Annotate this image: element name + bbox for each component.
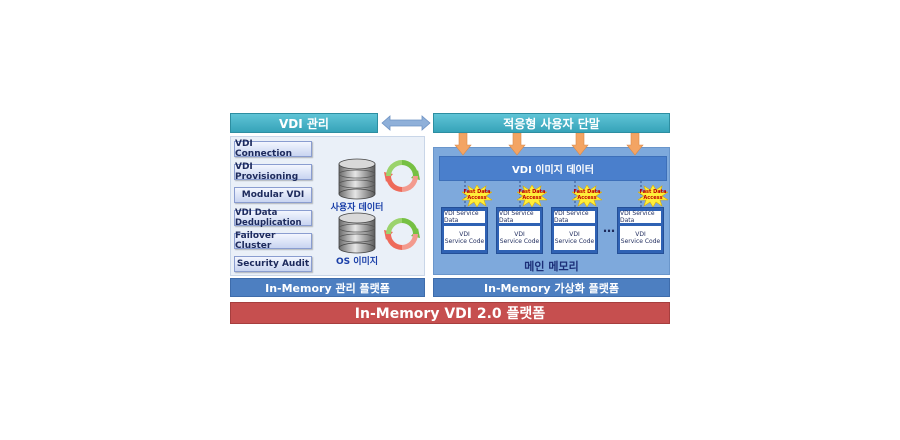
module-failover-cluster: Failover Cluster — [234, 231, 312, 251]
os-image-label: OS 이미지 — [335, 257, 379, 267]
fast-data-access-badge-1: Fast Data Access — [461, 184, 493, 208]
management-panel — [230, 136, 425, 276]
in-memory-management-platform-bar: In-Memory 관리 플랫폼 — [230, 278, 425, 297]
vdi-image-data-bar: VDI 이미지 데이터 — [439, 156, 667, 181]
adaptive-terminal-label: 적응형 사용자 단말 — [503, 116, 600, 131]
module-vdi-connection: VDI Connection — [234, 139, 312, 159]
vm-service-data-2: VDI Service Data — [499, 210, 540, 224]
module-vdi-data-deduplication: VDI Data Deduplication — [234, 208, 312, 228]
fast-data-access-badge-3: Fast Data Access — [571, 184, 603, 208]
down-arrows — [454, 133, 644, 156]
module-vdi-provisioning: VDI Provisioning — [234, 162, 312, 182]
in-memory-virtualization-platform-bar: In-Memory 가상화 플랫폼 — [433, 278, 670, 297]
in-memory-vdi-platform-title: In-Memory VDI 2.0 플랫폼 — [230, 302, 670, 324]
os-image-database-icon — [338, 212, 376, 254]
double-arrow-icon — [381, 115, 431, 131]
vm-service-code-4: VDI Service Code — [620, 226, 661, 250]
main-memory-label: 메인 메모리 — [524, 260, 579, 273]
fast-data-access-badge-4: Fast Data Access — [637, 184, 669, 208]
vm-service-data-4: VDI Service Data — [620, 210, 661, 224]
vm-service-data-1: VDI Service Data — [444, 210, 485, 224]
vm-service-code-1: VDI Service Code — [444, 226, 485, 250]
user-data-database-icon — [338, 158, 376, 200]
sync-cycle-icon — [384, 160, 420, 192]
module-modular-vdi: Modular VDI — [234, 187, 312, 203]
sync-cycle-icon — [384, 218, 420, 250]
vm-service-code-2: VDI Service Code — [499, 226, 540, 250]
vm-service-data-3: VDI Service Data — [554, 210, 595, 224]
adaptive-terminal-header: 적응형 사용자 단말 — [433, 113, 670, 133]
vm-ellipsis: … — [603, 221, 615, 235]
vm-service-code-3: VDI Service Code — [554, 226, 595, 250]
vdi-management-header: VDI 관리 — [230, 113, 378, 133]
module-security-audit: Security Audit — [234, 256, 312, 272]
user-data-label: 사용자 데이터 — [330, 203, 384, 213]
fast-data-access-badge-2: Fast Data Access — [516, 184, 548, 208]
vdi-management-label: VDI 관리 — [279, 116, 329, 131]
